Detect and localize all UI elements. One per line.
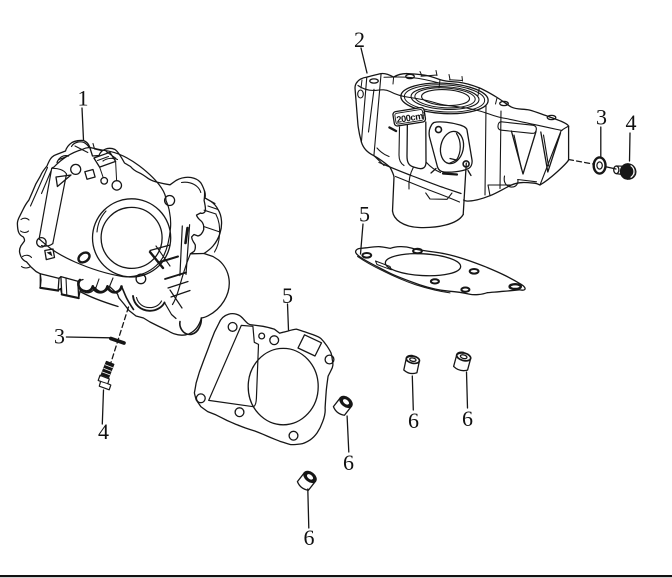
svg-text:6: 6 [408,408,419,433]
svg-text:1: 1 [78,86,89,111]
svg-text:4: 4 [626,110,637,135]
svg-text:6: 6 [462,406,473,431]
svg-text:200cm³: 200cm³ [396,110,427,125]
svg-text:3: 3 [596,105,607,130]
svg-text:4: 4 [98,419,109,444]
svg-text:5: 5 [282,283,293,308]
svg-text:6: 6 [343,450,354,475]
svg-text:5: 5 [359,202,370,227]
svg-text:2: 2 [354,27,365,52]
svg-text:3: 3 [54,324,65,349]
svg-text:6: 6 [304,525,315,550]
